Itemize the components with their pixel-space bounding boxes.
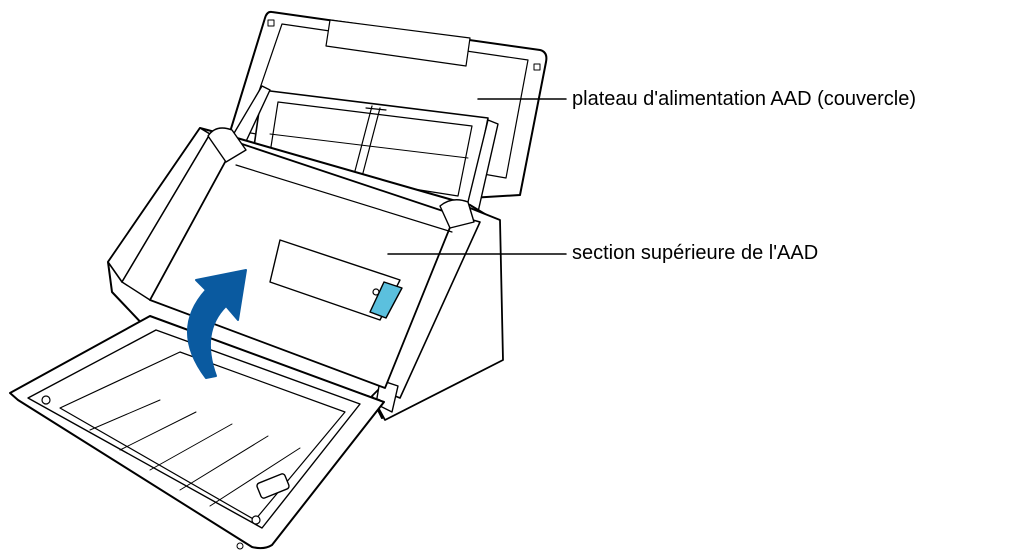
label-adf-top-section: section supérieure de l'AAD [572, 242, 819, 264]
label-adf-paper-chute: plateau d'alimentation AAD (couvercle) [572, 88, 917, 110]
curved-up-arrow-icon [187, 269, 247, 379]
output-tray [9, 315, 385, 550]
